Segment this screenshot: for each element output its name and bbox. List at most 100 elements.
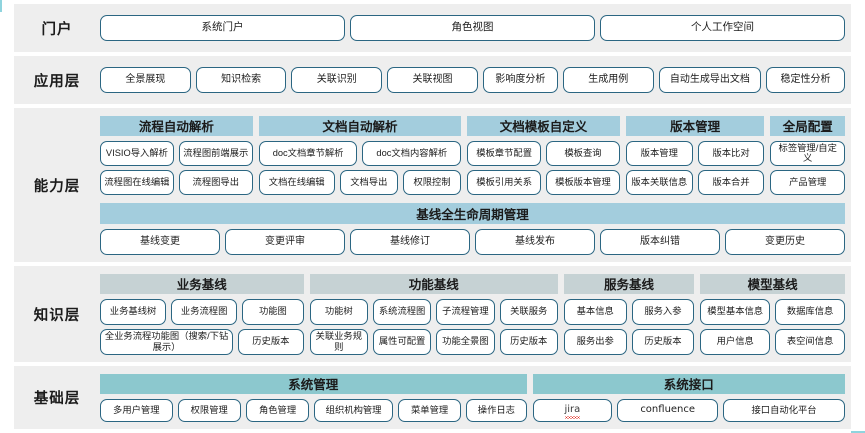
capability-group-1-row-2: 文档在线编辑 文档导出 权限控制 xyxy=(258,169,462,195)
app-item-relation-recognition[interactable]: 关联识别 xyxy=(291,67,383,93)
lifecycle-item-change-history[interactable]: 变更历史 xyxy=(725,228,845,255)
app-item-panorama[interactable]: 全景展现 xyxy=(100,67,191,93)
cap-item-doc-chapter-parse[interactable]: doc文档章节解析 xyxy=(258,140,358,166)
knowledge-group-2-row-2: 服务出参 历史版本 xyxy=(563,328,695,355)
cap-item-visio-import-parse[interactable]: VISIO导入解析 xyxy=(100,140,174,166)
cap-item-version-compare[interactable]: 版本比对 xyxy=(697,140,765,166)
app-item-knowledge-search[interactable]: 知识检索 xyxy=(195,67,287,93)
know-item-user-info[interactable]: 用户信息 xyxy=(700,328,771,355)
knowledge-group-model-baseline: 模型基线 模型基本信息 数据库信息 用户信息 表空间信息 xyxy=(700,273,846,355)
know-item-business-baseline-tree[interactable]: 业务基线树 xyxy=(100,298,167,325)
knowledge-group-title-service-baseline: 服务基线 xyxy=(563,273,695,294)
capability-group-title-doc-template: 文档模板自定义 xyxy=(467,115,620,136)
cap-item-version-merge[interactable]: 版本合并 xyxy=(697,169,765,195)
found-item-jira[interactable]: jira xyxy=(532,398,613,422)
found-item-menu-mgmt[interactable]: 菜单管理 xyxy=(397,398,462,422)
capability-group-version-mgmt: 版本管理 版本管理 版本比对 版本关联信息 版本合并 xyxy=(625,115,765,195)
cap-item-template-query[interactable]: 模板查询 xyxy=(546,140,620,166)
know-item-function-diagram[interactable]: 功能图 xyxy=(242,298,304,325)
found-item-operation-log[interactable]: 操作日志 xyxy=(466,398,527,422)
know-item-function-panorama[interactable]: 功能全景图 xyxy=(436,328,495,355)
portal-items-row: 系统门户 角色视图 个人工作空间 xyxy=(100,15,845,41)
found-item-role-mgmt[interactable]: 角色管理 xyxy=(245,398,310,422)
cap-item-flowchart-online-edit[interactable]: 流程图在线编辑 xyxy=(100,169,174,195)
cap-item-flowchart-export[interactable]: 流程图导出 xyxy=(178,169,253,195)
lifecycle-item-baseline-change[interactable]: 基线变更 xyxy=(100,228,220,255)
knowledge-group-3-row-1: 模型基本信息 数据库信息 xyxy=(700,298,846,325)
cap-item-template-reference[interactable]: 模板引用关系 xyxy=(467,169,542,195)
cap-item-doc-export[interactable]: 文档导出 xyxy=(339,169,398,195)
edge-accent-bottom-right xyxy=(851,431,865,433)
know-item-service-input-param[interactable]: 服务入参 xyxy=(631,298,695,325)
knowledge-group-title-function-baseline: 功能基线 xyxy=(309,273,558,294)
know-item-history-version-function[interactable]: 历史版本 xyxy=(499,328,558,355)
know-item-history-version-business[interactable]: 历史版本 xyxy=(238,328,304,355)
portal-item-system-portal[interactable]: 系统门户 xyxy=(100,15,345,41)
lifecycle-item-baseline-revision[interactable]: 基线修订 xyxy=(350,228,470,255)
cap-item-version-mgmt[interactable]: 版本管理 xyxy=(625,140,693,166)
found-item-confluence[interactable]: confluence xyxy=(617,398,719,422)
knowledge-group-function-baseline: 功能基线 功能树 系统流程图 子流程管理 关联服务 关联业务规则 属性可配置 功… xyxy=(309,273,558,355)
capability-groups: 流程自动解析 VISIO导入解析 流程图前端展示 流程图在线编辑 流程图导出 文… xyxy=(100,115,845,195)
cap-item-permission-control[interactable]: 权限控制 xyxy=(402,169,462,195)
cap-item-template-chapter-config[interactable]: 模板章节配置 xyxy=(467,140,542,166)
capability-group-3-row-1: 版本管理 版本比对 xyxy=(625,140,765,166)
edge-accent-top-left xyxy=(0,0,2,12)
cap-item-flowchart-frontend-display[interactable]: 流程图前端展示 xyxy=(178,140,253,166)
foundation-group-0-row: 多用户管理 权限管理 角色管理 组织机构管理 菜单管理 操作日志 xyxy=(100,398,527,422)
capability-lifecycle-row: 基线变更 变更评审 基线修订 基线发布 版本纠错 变更历史 xyxy=(100,228,845,255)
layer-body-knowledge: 业务基线 业务基线树 业务流程图 功能图 全业务流程功能图（搜索/下钻展示） 历… xyxy=(100,273,851,355)
know-item-basic-info[interactable]: 基本信息 xyxy=(563,298,627,325)
lifecycle-item-baseline-release[interactable]: 基线发布 xyxy=(475,228,595,255)
layer-body-capability: 流程自动解析 VISIO导入解析 流程图前端展示 流程图在线编辑 流程图导出 文… xyxy=(100,115,851,255)
foundation-group-1-row: jira confluence 接口自动化平台 xyxy=(532,398,846,422)
know-item-database-info[interactable]: 数据库信息 xyxy=(775,298,846,325)
know-item-related-business-rule[interactable]: 关联业务规则 xyxy=(309,328,368,355)
found-item-org-structure-mgmt[interactable]: 组织机构管理 xyxy=(314,398,393,422)
layer-foundation: 基础层 系统管理 多用户管理 权限管理 角色管理 组织机构管理 菜单管理 操作日… xyxy=(14,366,851,429)
app-item-auto-export-doc[interactable]: 自动生成导出文档 xyxy=(658,67,762,93)
knowledge-group-1-row-1: 功能树 系统流程图 子流程管理 关联服务 xyxy=(309,298,558,325)
lifecycle-item-version-correction[interactable]: 版本纠错 xyxy=(600,228,720,255)
know-item-service-output-param[interactable]: 服务出参 xyxy=(563,328,627,355)
lifecycle-item-change-review[interactable]: 变更评审 xyxy=(225,228,345,255)
know-item-business-flowchart[interactable]: 业务流程图 xyxy=(171,298,238,325)
layer-label-knowledge: 知识层 xyxy=(33,307,81,324)
found-item-api-automation-platform[interactable]: 接口自动化平台 xyxy=(723,398,846,422)
know-item-model-basic-info[interactable]: 模型基本信息 xyxy=(700,298,771,325)
cap-item-doc-content-parse[interactable]: doc文档内容解析 xyxy=(362,140,462,166)
knowledge-group-title-business-baseline: 业务基线 xyxy=(100,273,304,294)
app-item-generate-usecase[interactable]: 生成用例 xyxy=(562,67,654,93)
know-item-attribute-configurable[interactable]: 属性可配置 xyxy=(372,328,432,355)
cap-item-tag-mgmt-custom[interactable]: 标签管理/自定义 xyxy=(770,140,845,166)
layer-application: 应用层 全景展现 知识检索 关联识别 关联视图 影响度分析 生成用例 自动生成导… xyxy=(14,56,851,104)
know-item-related-service[interactable]: 关联服务 xyxy=(499,298,558,325)
portal-item-personal-workspace[interactable]: 个人工作空间 xyxy=(600,15,845,41)
found-item-permission-mgmt[interactable]: 权限管理 xyxy=(177,398,241,422)
know-item-history-version-service[interactable]: 历史版本 xyxy=(631,328,695,355)
layer-body-foundation: 系统管理 多用户管理 权限管理 角色管理 组织机构管理 菜单管理 操作日志 系统… xyxy=(100,373,851,422)
capability-group-title-version-mgmt: 版本管理 xyxy=(625,115,765,136)
jira-label: jira xyxy=(564,404,581,419)
layer-body-application: 全景展现 知识检索 关联识别 关联视图 影响度分析 生成用例 自动生成导出文档 … xyxy=(100,67,851,93)
knowledge-group-3-row-2: 用户信息 表空间信息 xyxy=(700,328,846,355)
portal-item-role-view[interactable]: 角色视图 xyxy=(350,15,595,41)
cap-item-doc-online-edit[interactable]: 文档在线编辑 xyxy=(258,169,335,195)
know-item-full-business-flow-function-diagram[interactable]: 全业务流程功能图（搜索/下钻展示） xyxy=(100,328,234,355)
knowledge-groups: 业务基线 业务基线树 业务流程图 功能图 全业务流程功能图（搜索/下钻展示） 历… xyxy=(100,273,846,355)
know-item-tablespace-info[interactable]: 表空间信息 xyxy=(775,328,846,355)
capability-group-title-process-parse: 流程自动解析 xyxy=(100,115,253,136)
app-item-stability-analysis[interactable]: 稳定性分析 xyxy=(766,67,845,93)
cap-item-template-version-mgmt[interactable]: 模板版本管理 xyxy=(546,169,620,195)
capability-group-title-global-config: 全局配置 xyxy=(770,115,845,136)
app-item-impact-analysis[interactable]: 影响度分析 xyxy=(482,67,558,93)
know-item-function-tree[interactable]: 功能树 xyxy=(309,298,368,325)
found-item-multi-user-mgmt[interactable]: 多用户管理 xyxy=(100,398,173,422)
app-item-relation-view[interactable]: 关联视图 xyxy=(387,67,478,93)
knowledge-group-service-baseline: 服务基线 基本信息 服务入参 服务出参 历史版本 xyxy=(563,273,695,355)
foundation-group-title-system-mgmt: 系统管理 xyxy=(100,373,527,394)
cap-item-product-mgmt[interactable]: 产品管理 xyxy=(770,169,845,195)
cap-item-version-relation-info[interactable]: 版本关联信息 xyxy=(625,169,693,195)
know-item-subprocess-mgmt[interactable]: 子流程管理 xyxy=(436,298,495,325)
know-item-system-flowchart[interactable]: 系统流程图 xyxy=(372,298,432,325)
